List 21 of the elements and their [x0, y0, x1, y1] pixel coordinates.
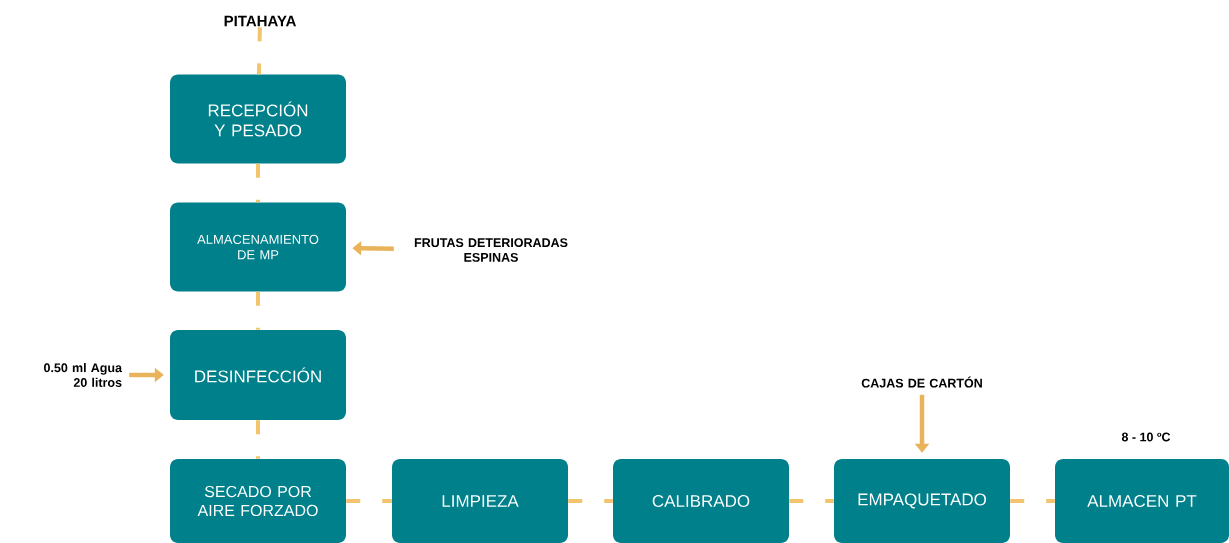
process-box: LIMPIEZA: [392, 459, 568, 543]
connector-line: [256, 163, 260, 203]
connector-line: [568, 499, 613, 503]
process-box: RECEPCIÓN Y PESADO: [170, 74, 346, 164]
input-label: 0.50 ml Agua 20 litros: [44, 363, 123, 387]
raw-material-label: PITAHAYA: [224, 15, 296, 27]
connector-line: [256, 291, 260, 330]
connector-line: [1010, 499, 1055, 503]
input-label: FRUTAS DETERIORADAS ESPINAS: [414, 238, 568, 262]
input-label: CAJAS DE CARTÓN: [861, 376, 982, 388]
temperature-label: 8 - 10 ºC: [1121, 432, 1171, 442]
process-box: DESINFECCIÓN: [170, 330, 346, 420]
connector-line: [346, 499, 392, 503]
process-box: ALMACEN PT: [1055, 459, 1229, 543]
connector-line: [256, 420, 260, 459]
process-box: EMPAQUETADO: [834, 459, 1010, 543]
process-box: CALIBRADO: [613, 459, 789, 543]
process-box: ALMACENAMIENTO DE MP: [170, 202, 346, 292]
connector-line: [789, 499, 834, 503]
process-box: SECADO POR AIRE FORZADO: [170, 459, 346, 543]
connector-line: [256, 27, 262, 75]
